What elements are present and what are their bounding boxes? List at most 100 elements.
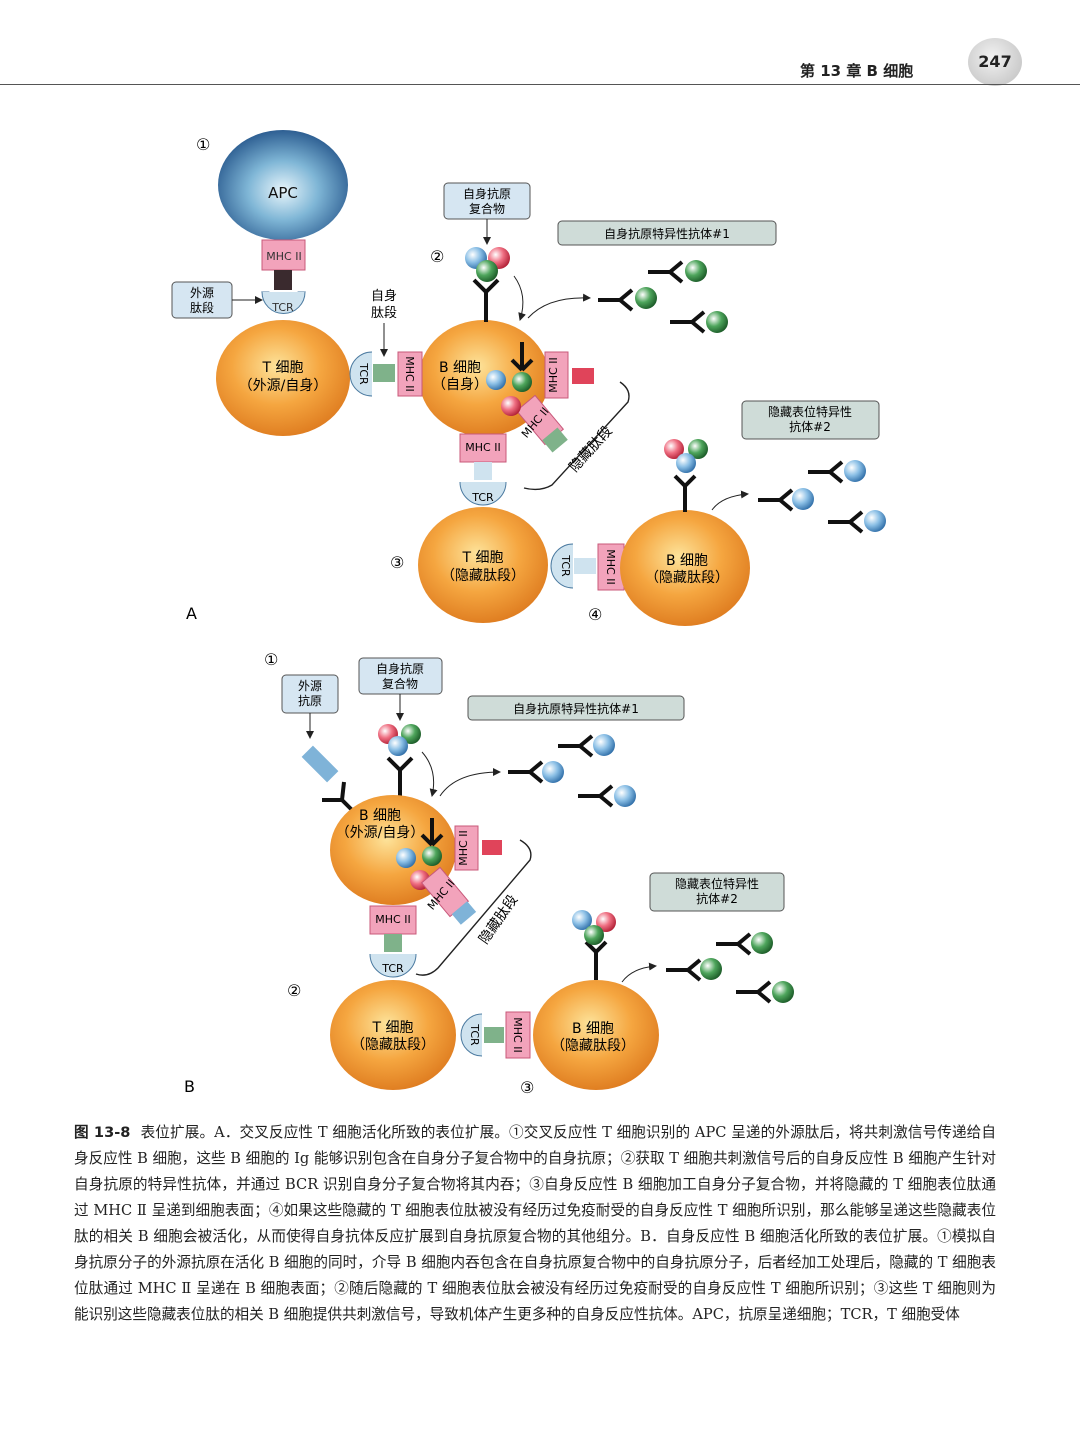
apc-cell xyxy=(218,130,348,240)
hidden-peptide-label-b: 隐藏肽段 xyxy=(476,892,521,947)
mhc2-b3 xyxy=(505,1011,531,1059)
figure-13-8: ① APC MHC II TCR 外源 肽段 T 细胞 （外源/自身） TCR … xyxy=(171,130,886,1097)
tcr-b1-label: TCR xyxy=(381,962,404,975)
exo-antigen-rod xyxy=(301,745,339,783)
panel-b-label: B xyxy=(184,1077,195,1096)
tcr-b2-label: TCR xyxy=(468,1023,481,1046)
step-1-label: ① xyxy=(196,135,210,154)
exo-peptide-block xyxy=(274,270,292,290)
mhc2-b-left-label: MHC II xyxy=(403,356,416,391)
antibody2-a-line1: 隐藏表位特异性 xyxy=(768,404,852,419)
self-peptide-line1: 自身 xyxy=(371,288,397,304)
b-step-1-label: ① xyxy=(264,650,278,669)
mhc2-b-left xyxy=(397,351,423,397)
tcr-a4 xyxy=(550,543,574,589)
antibody2-box-b xyxy=(649,872,785,912)
chapter-title: 第 13 章 B 细胞 xyxy=(800,62,914,80)
page-number: 247 xyxy=(968,38,1022,86)
tcr-a4-label: TCR xyxy=(559,554,572,577)
mhc2-apc-label: MHC II xyxy=(266,250,301,263)
exo-peptide-line2: 肽段 xyxy=(190,300,214,315)
peptide-red-b xyxy=(482,840,502,855)
peptide-red-a xyxy=(572,368,594,384)
antibody1-box-a xyxy=(557,220,777,246)
mhc2-bb-bottom xyxy=(369,905,417,935)
tcr-b2 xyxy=(460,1013,483,1057)
tcr-a2-label: TCR xyxy=(357,362,370,385)
exo-antigen-line1: 外源 xyxy=(298,679,322,693)
mhc2-b-right-label: MHC II xyxy=(547,357,560,392)
bcr-a xyxy=(472,278,500,322)
t-cell-hidden-a-line2: （隐藏肽段） xyxy=(441,568,525,584)
self-peptide-line2: 肽段 xyxy=(371,306,397,321)
caption-label: 图 13-8 xyxy=(74,1124,131,1141)
t-cell-hidden-b xyxy=(330,980,456,1090)
self-antigen-complex-b-line1: 自身抗原 xyxy=(376,661,424,676)
exo-peptide-line1: 外源 xyxy=(190,286,214,300)
b-cell-hidden-b xyxy=(533,980,659,1090)
t-cell-a-line2: （外源/自身） xyxy=(239,378,328,394)
tcr-a1-label: TCR xyxy=(271,301,294,314)
peptide-green-b xyxy=(384,934,402,952)
b-cell-hidden-b-line1: B 细胞 xyxy=(572,1021,614,1037)
mhc2-apc xyxy=(261,239,306,271)
tcr-a2 xyxy=(349,351,373,397)
mhc2-bb-bottom-label: MHC II xyxy=(375,913,410,926)
peptide-green-b2 xyxy=(484,1027,504,1043)
panel-a: ① APC MHC II TCR 外源 肽段 T 细胞 （外源/自身） TCR … xyxy=(171,130,886,626)
antibody2-b-line1: 隐藏表位特异性 xyxy=(675,876,759,891)
antibody2-box-a xyxy=(741,400,880,440)
tcr-a3 xyxy=(459,481,507,506)
b-cell-hidden-b-line2: （隐藏肽段） xyxy=(551,1038,635,1054)
exo-antigen-line2: 抗原 xyxy=(298,693,322,708)
antibody1-box-b xyxy=(467,695,685,721)
mhc2-bb-right xyxy=(454,825,479,871)
self-antigen-complex-a-line2: 复合物 xyxy=(469,201,505,216)
b-cell-a-line2: （自身） xyxy=(432,377,488,393)
b-step-2-label: ② xyxy=(287,981,301,1000)
t-cell-hidden-b-line2: （隐藏肽段） xyxy=(351,1037,435,1053)
t-cell-hidden-a-line1: T 细胞 xyxy=(461,550,503,566)
b-cell-b-line2: （外源/自身） xyxy=(336,825,425,841)
b-cell-b-line1: B 细胞 xyxy=(359,808,401,824)
self-antigen-complex-a-line1: 自身抗原 xyxy=(463,186,511,201)
b-cell-hidden-a-line2: （隐藏肽段） xyxy=(645,570,729,586)
peptide-blue-diag-b xyxy=(451,901,477,925)
antibody2-a-line2: 抗体#2 xyxy=(789,419,831,434)
b-cell-hidden-a xyxy=(620,510,750,626)
tcr-a3-label: TCR xyxy=(471,491,494,504)
mhc2-b3-label: MHC II xyxy=(511,1017,524,1052)
caption-text: 表位扩展。A．交叉反应性 T 细胞活化所致的表位扩展。①交叉反应性 T 细胞识别… xyxy=(74,1124,996,1323)
apc-label: APC xyxy=(268,184,298,202)
mhc2-bb-right-label: MHC II xyxy=(457,830,470,865)
t-cell-a-line1: T 细胞 xyxy=(261,360,303,376)
tcr-a1 xyxy=(261,291,306,314)
self-peptide-green-a xyxy=(373,364,395,382)
tcr-b1 xyxy=(369,953,417,978)
antibody1-label-b: 自身抗原特异性抗体#1 xyxy=(513,701,639,716)
b-cell-hidden-a-line1: B 细胞 xyxy=(666,553,708,569)
peptide-lightblue-a2 xyxy=(574,558,596,574)
b-cell-a-line1: B 细胞 xyxy=(439,360,481,376)
step-2-label: ② xyxy=(430,247,444,266)
step-3-label: ③ xyxy=(390,553,404,572)
mhc2-b-bottom xyxy=(459,433,507,463)
antibody2-b-line2: 抗体#2 xyxy=(696,891,738,906)
header-rule xyxy=(0,84,1080,85)
panel-b: ① 外源 抗原 自身抗原 复合物 自身抗原特异性抗体#1 xyxy=(184,650,794,1097)
mhc2-b-bottom-label: MHC II xyxy=(465,441,500,454)
self-antigen-complex-b-line2: 复合物 xyxy=(382,676,418,691)
mhc2-a4 xyxy=(597,543,625,591)
antibody1-label-a: 自身抗原特异性抗体#1 xyxy=(604,226,730,241)
t-cell-hidden-b-line1: T 细胞 xyxy=(371,1020,413,1036)
b-step-3-label: ③ xyxy=(520,1078,534,1097)
peptide-green-diag-a xyxy=(542,427,568,453)
hidden-peptide-label-a: 隐藏肽段 xyxy=(566,423,615,475)
mhc2-b-right xyxy=(544,351,569,399)
t-cell-hidden-a xyxy=(418,507,548,623)
mhc2-a4-label: MHC II xyxy=(604,549,617,584)
t-cell-a xyxy=(216,320,350,436)
step-4-label: ④ xyxy=(588,605,602,624)
peptide-lightblue-a xyxy=(474,462,492,480)
